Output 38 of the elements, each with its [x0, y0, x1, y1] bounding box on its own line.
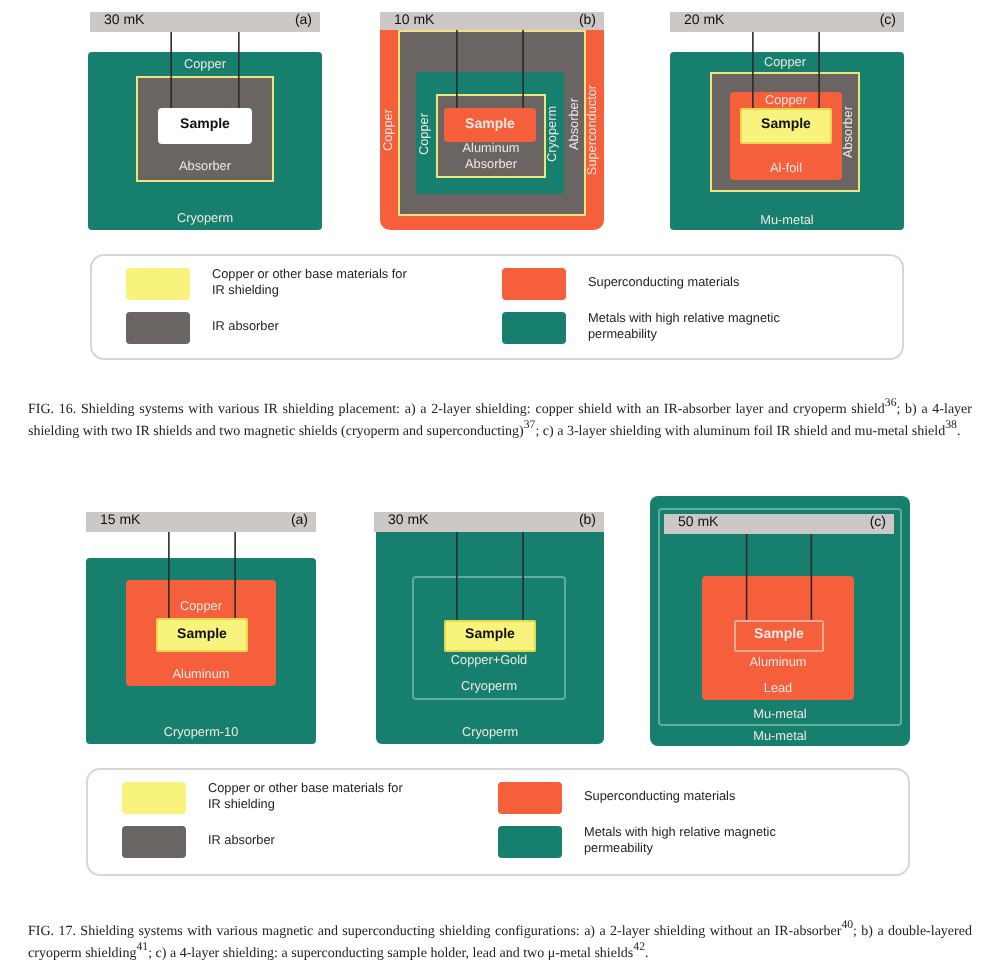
temperature-plate — [374, 512, 604, 532]
wire — [522, 29, 524, 109]
wire — [456, 29, 458, 109]
shield-box — [88, 52, 322, 230]
sample-holder — [444, 620, 536, 652]
sample-holder — [740, 108, 832, 144]
wire — [522, 531, 524, 621]
sample-holder — [734, 620, 824, 652]
shield-box — [398, 30, 586, 216]
wire — [745, 533, 748, 621]
wire — [234, 531, 236, 619]
temperature-plate — [670, 12, 904, 32]
wire — [810, 533, 813, 621]
wire — [752, 31, 754, 109]
shield-box — [730, 92, 842, 180]
wire — [168, 531, 170, 619]
wire — [818, 31, 820, 109]
wire — [238, 31, 240, 109]
shield-box — [436, 94, 546, 178]
shield-box — [650, 496, 910, 746]
shield-box — [444, 108, 536, 142]
shield-box — [670, 52, 904, 230]
temperature-plate — [380, 12, 604, 30]
shield-outline — [412, 576, 566, 700]
temperature-plate — [90, 12, 320, 32]
sample-holder — [156, 618, 248, 652]
wire — [456, 531, 458, 621]
temperature-plate — [86, 512, 316, 532]
shield-outline — [658, 508, 902, 726]
shield-box — [86, 558, 316, 744]
sample-holder — [158, 108, 252, 144]
temperature-plate — [664, 514, 894, 534]
shield-box — [376, 532, 604, 744]
shield-box — [416, 72, 564, 194]
shield-box — [380, 30, 604, 230]
shield-box — [702, 576, 854, 700]
wire — [170, 31, 172, 109]
shield-box — [126, 580, 276, 686]
